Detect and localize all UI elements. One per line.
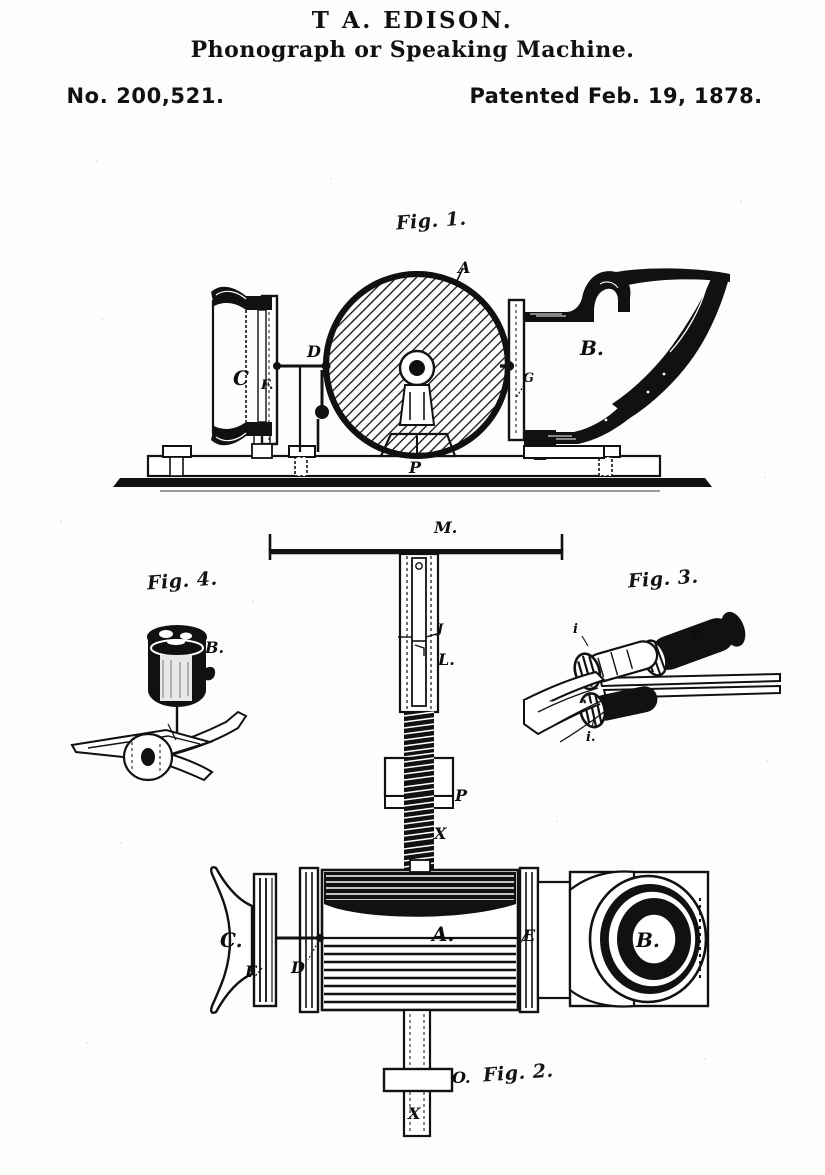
- patent-header: T A. EDISON. Phonograph or Speaking Mach…: [0, 0, 825, 114]
- fig2-label-diaphragm-F: F: [245, 962, 257, 981]
- fig4-caption: Fig. 4.: [146, 567, 219, 595]
- paper-speck: [120, 842, 122, 844]
- fig3-label-roller-upper-i: i: [573, 622, 578, 637]
- fig1-label-mouthpiece-C: C: [233, 366, 249, 390]
- fig2-label-stylus-D: D: [291, 958, 305, 977]
- fig2-frame-M: [268, 534, 564, 560]
- paper-speck: [252, 600, 254, 602]
- fig3-label-roller-lower-i: i.: [586, 730, 596, 745]
- fig2-caption: Fig. 2.: [482, 1059, 555, 1087]
- fig1-label-diaphragm-G: G: [523, 371, 535, 386]
- patent-meta-row: No. 200,521. Patented Feb. 19, 1878.: [63, 84, 763, 114]
- fig1-diaphragm-mount-G: [500, 298, 605, 460]
- fig3-caption: Fig. 3.: [627, 565, 700, 593]
- fig1-stylus-linkage-D: [273, 361, 331, 452]
- patent-subject: Phonograph or Speaking Machine.: [190, 37, 635, 64]
- fig1-label-linkage-D: D: [307, 342, 321, 361]
- paper-speck: [556, 820, 558, 822]
- fig1-speaker-horn-B: [524, 268, 730, 444]
- fig1-label-cylinder-A: A: [458, 258, 471, 277]
- fig2-label-bearing-P: P: [455, 786, 468, 805]
- fig1-caption: Fig. 1.: [395, 207, 468, 235]
- paper-speck: [766, 760, 768, 762]
- fig1-label-diaphragm-F: F.: [261, 378, 274, 393]
- figure-2-drawing: [210, 534, 710, 1138]
- paper-speck: [740, 200, 742, 202]
- paper-speck: [764, 476, 766, 478]
- fig4-label-lever-u: u: [152, 690, 160, 703]
- fig2-label-diaphragm-E: E: [523, 926, 536, 945]
- fig1-label-standard-P: P: [409, 458, 422, 477]
- fig2-bearing-block-P: [383, 756, 455, 809]
- paper-speck: [704, 1058, 706, 1060]
- fig2-feed-screw-lower: [403, 807, 435, 870]
- figure-3-drawing: [522, 611, 781, 743]
- fig2-label-mouthpiece-C: C.: [220, 928, 243, 952]
- fig2-label-collar-O: O.: [452, 1068, 471, 1087]
- fig2-feed-screw-upper: [403, 711, 435, 758]
- paper-speck: [96, 160, 98, 162]
- fig2-label-shaft-X-upper: X: [434, 824, 447, 843]
- paper-speck: [330, 178, 332, 180]
- fig2-slide-L: [398, 552, 441, 714]
- fig2-label-frame-M: M.: [434, 518, 458, 537]
- fig2-label-shaft-X-lower: X: [408, 1104, 421, 1123]
- fig2-label-horn-B: B.: [636, 928, 660, 952]
- fig3-label-body-B: B: [691, 628, 702, 643]
- fig2-label-cylinder-A: A.: [432, 922, 455, 946]
- figure-1-drawing: [113, 267, 730, 492]
- paper-speck: [101, 318, 103, 320]
- patent-date: Patented Feb. 19, 1878.: [469, 84, 763, 109]
- fig1-label-horn-B: B.: [580, 336, 604, 360]
- fig2-label-screw-J: J: [437, 622, 444, 637]
- inventor-name: T A. EDISON.: [311, 7, 514, 34]
- fig4-label-drum-B: B.: [205, 638, 225, 657]
- fig2-cylinder-A: [298, 859, 540, 1014]
- paper-speck: [60, 520, 62, 522]
- fig2-label-slide-L: L.: [438, 650, 455, 669]
- fig1-cylinder-A: [323, 267, 511, 459]
- fig2-speaker-B: [519, 870, 710, 1008]
- patent-number: No. 200,521.: [66, 84, 225, 109]
- paper-speck: [86, 1042, 88, 1044]
